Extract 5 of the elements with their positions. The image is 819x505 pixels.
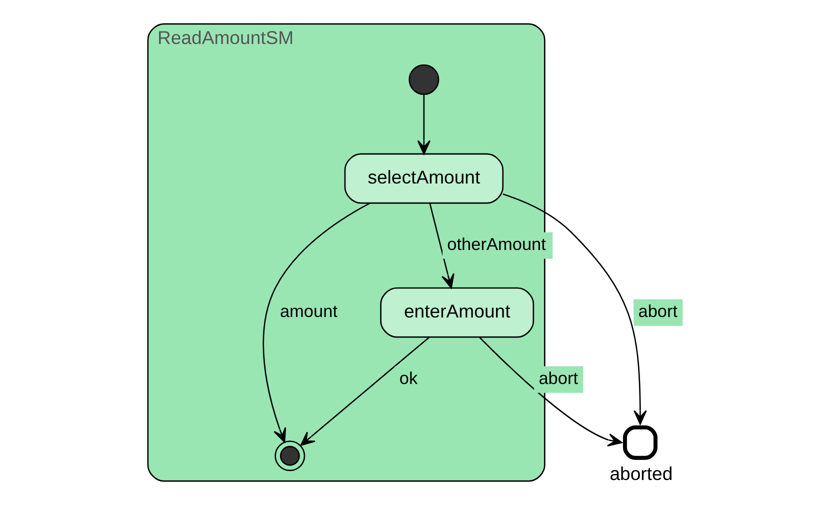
edge-label: amount	[279, 301, 338, 322]
edge-label: ok	[398, 368, 418, 388]
edge-label: abort	[638, 301, 678, 322]
node-label: aborted	[609, 463, 672, 484]
edge-label: otherAmount	[446, 234, 546, 254]
